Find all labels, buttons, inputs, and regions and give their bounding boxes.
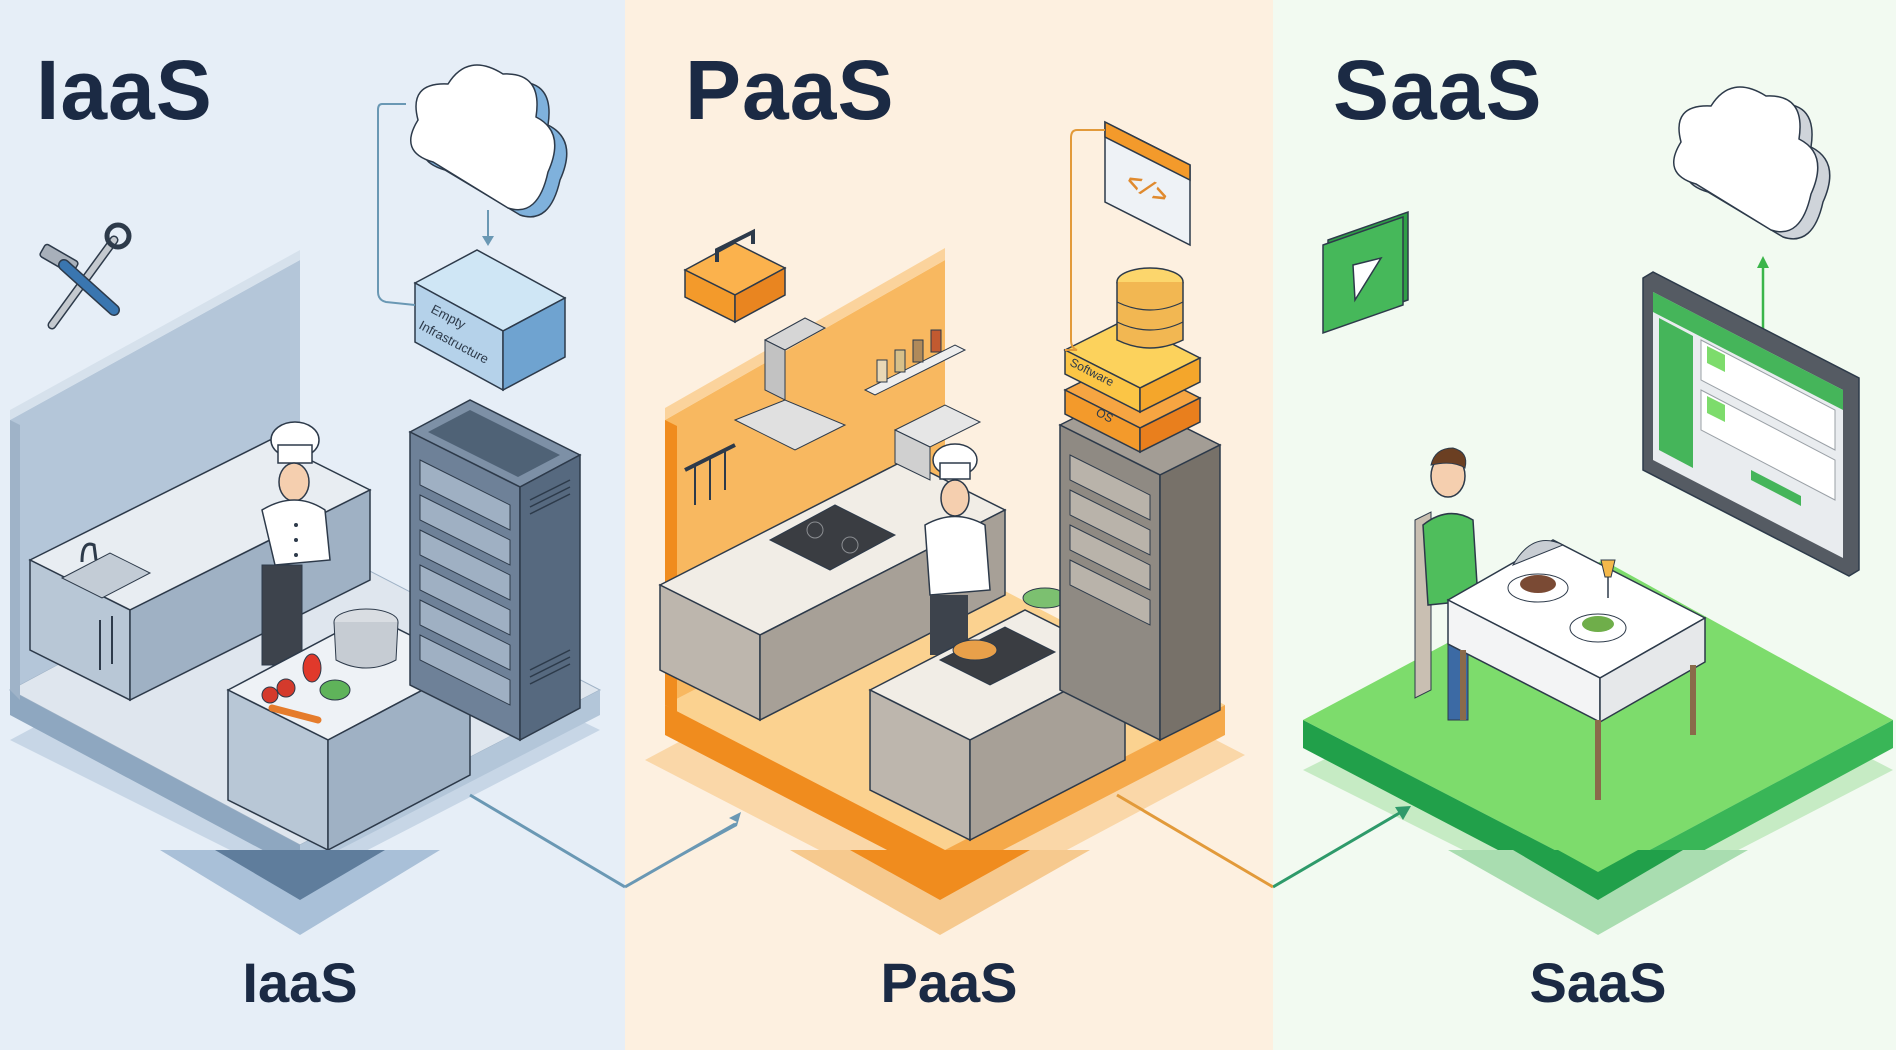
panel-footer-label-iaas: IaaS xyxy=(242,951,358,1014)
panel-title-iaas: IaaS xyxy=(36,43,213,137)
panel-footer-label-paas: PaaS xyxy=(880,951,1018,1014)
panel-footer-label-saas: SaaS xyxy=(1529,951,1667,1014)
toolbox-icon xyxy=(683,228,787,324)
cloud-icon-iaas xyxy=(410,64,568,218)
panel-saas: SaaS xyxy=(1273,0,1896,1050)
iaas-illustration: Empty Infrastructure xyxy=(8,64,625,935)
code-window-icon: </> xyxy=(1104,120,1191,247)
saas-illustration xyxy=(1273,86,1893,935)
panel-iaas: IaaS xyxy=(0,0,625,1050)
paas-illustration: OS Software </> xyxy=(625,120,1273,935)
database-icon xyxy=(1116,267,1184,349)
chef-figure-iaas xyxy=(261,421,331,666)
tools-icon xyxy=(39,222,132,330)
empty-infrastructure-box: Empty Infrastructure xyxy=(413,249,567,392)
server-rack-iaas xyxy=(408,399,582,742)
tablet-app-icon xyxy=(1642,271,1860,577)
panel-title-saas: SaaS xyxy=(1333,43,1543,137)
chef-figure-paas xyxy=(924,443,991,655)
os-software-stack: OS Software xyxy=(1063,319,1202,454)
play-icon xyxy=(1322,210,1409,335)
panel-title-paas: PaaS xyxy=(685,43,895,137)
panel-paas: PaaS xyxy=(625,0,1273,1050)
cloud-icon-saas xyxy=(1673,86,1831,240)
dining-table xyxy=(1446,539,1707,800)
